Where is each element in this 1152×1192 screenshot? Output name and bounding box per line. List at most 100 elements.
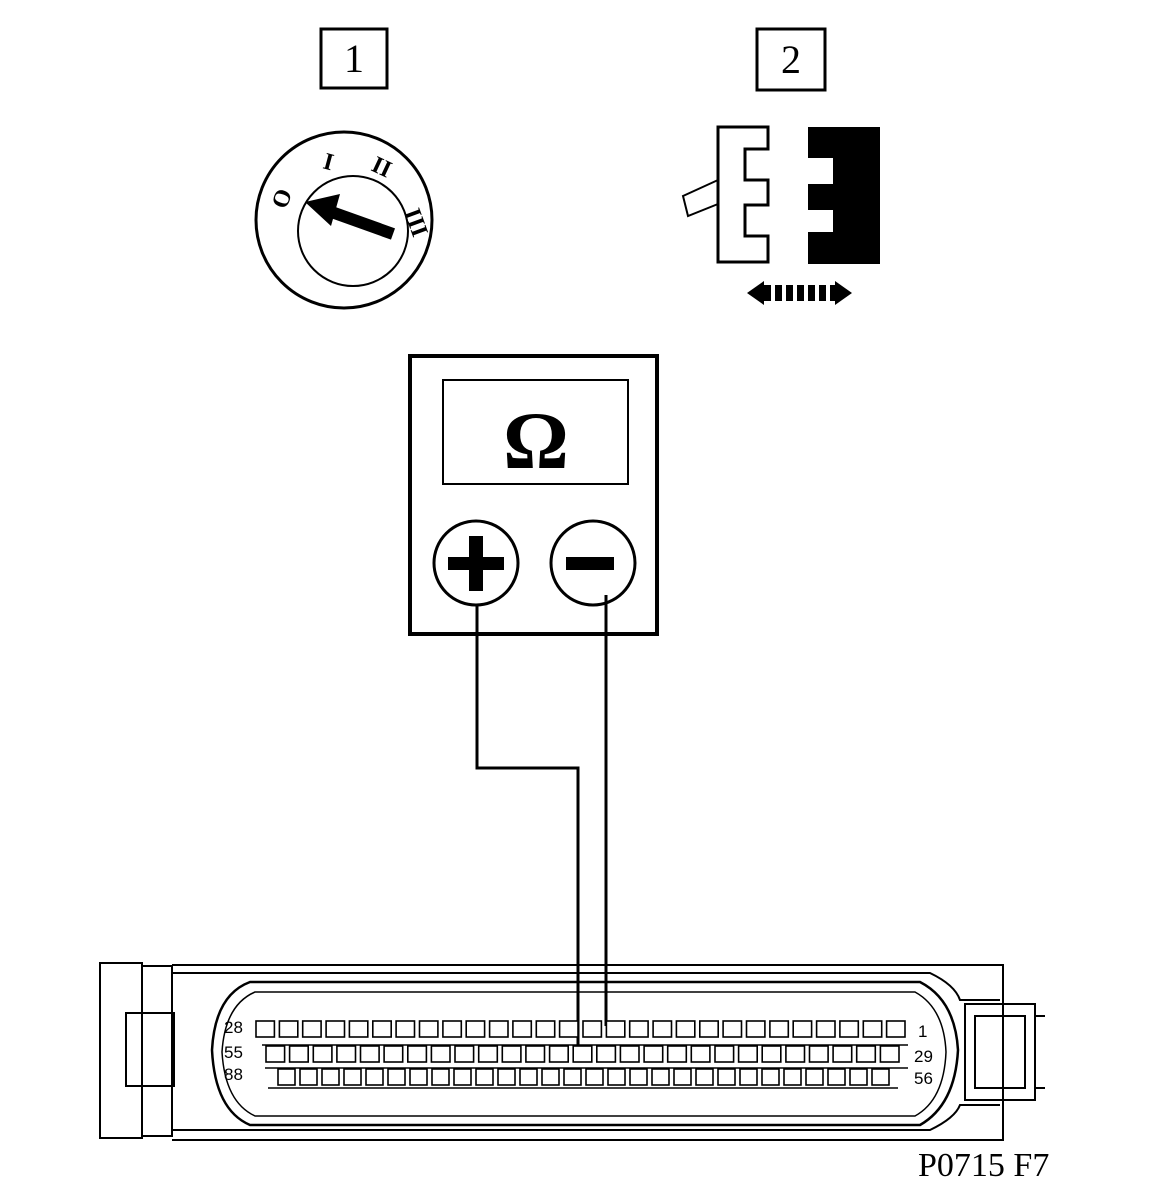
connector-pin xyxy=(737,1045,758,1063)
connector-pin xyxy=(585,1068,604,1086)
connector-pin xyxy=(761,1045,782,1063)
connector-pin xyxy=(675,1020,696,1038)
connector-pin xyxy=(871,1068,890,1086)
connector-pin xyxy=(265,1045,286,1063)
connector-pin xyxy=(519,1068,538,1086)
connector-pin xyxy=(651,1068,670,1086)
connector-pin xyxy=(862,1020,883,1038)
pin-label-88: 88 xyxy=(224,1065,243,1084)
connector-pin xyxy=(475,1068,494,1086)
connector-pin xyxy=(395,1020,416,1038)
ecu-connector xyxy=(99,962,1045,1141)
connector-pin xyxy=(454,1045,475,1063)
connector-pin xyxy=(761,1068,780,1086)
connector-pin xyxy=(477,1045,499,1063)
ohmmeter: Ω xyxy=(408,354,659,636)
connector-pin xyxy=(783,1068,802,1086)
connector-pin xyxy=(488,1020,509,1038)
connector-pin xyxy=(525,1045,546,1063)
connector-pin xyxy=(695,1068,714,1086)
connector-pin xyxy=(431,1068,450,1086)
connector-pin xyxy=(512,1020,533,1038)
connector-pin xyxy=(501,1045,522,1063)
connector-pin xyxy=(827,1068,846,1086)
positive-terminal xyxy=(432,519,520,607)
connector-pin xyxy=(563,1068,582,1086)
connector-pin xyxy=(745,1020,766,1038)
connector-pin xyxy=(365,1068,384,1086)
connector-pin xyxy=(321,1068,340,1086)
connector-pin xyxy=(805,1068,824,1086)
connector-pin xyxy=(643,1045,664,1063)
connector-pin xyxy=(607,1068,626,1086)
positive-lead xyxy=(475,605,580,1050)
connector-pin xyxy=(288,1045,310,1063)
connector-pin xyxy=(277,1068,296,1086)
test-leads xyxy=(475,595,608,1050)
connector-pin xyxy=(278,1020,299,1038)
connector-pin xyxy=(595,1045,617,1063)
connector-pin xyxy=(453,1068,472,1086)
pin-label-29: 29 xyxy=(914,1047,933,1066)
ignition-key-switch-icon: O I II III xyxy=(254,130,434,310)
connector-pin xyxy=(785,1045,806,1063)
connector-pin xyxy=(673,1068,692,1086)
connector-pin xyxy=(325,1020,346,1038)
connector-pin xyxy=(619,1045,640,1063)
connector-pin xyxy=(343,1068,362,1086)
connector-pin xyxy=(605,1020,626,1038)
connector-pin xyxy=(582,1020,603,1038)
connector-pin xyxy=(832,1045,853,1063)
connector-pin xyxy=(698,1020,719,1038)
connector-pin xyxy=(839,1020,860,1038)
connector-pin xyxy=(849,1068,868,1086)
connector-pin xyxy=(808,1045,829,1063)
connector-pin xyxy=(879,1045,900,1063)
step-1: 1 xyxy=(319,27,389,90)
connector-pin xyxy=(371,1020,392,1038)
double-arrow-icon xyxy=(747,281,852,305)
connector-pin xyxy=(722,1020,743,1038)
connector-pin xyxy=(406,1045,428,1063)
connector-pin xyxy=(628,1020,649,1038)
connector-pin xyxy=(714,1045,735,1063)
connector-pin xyxy=(301,1020,322,1038)
pin-label-56: 56 xyxy=(914,1069,933,1088)
connector-pin xyxy=(336,1045,357,1063)
ignition-key-arrow-icon xyxy=(305,194,396,240)
connector-pin xyxy=(792,1020,813,1038)
connector-pin xyxy=(548,1045,569,1063)
connector-pin xyxy=(717,1068,736,1086)
connector-pin xyxy=(690,1045,711,1063)
connector-pin xyxy=(255,1020,276,1038)
connector-pin xyxy=(299,1068,318,1086)
connector-pin xyxy=(739,1068,758,1086)
connector-disconnect-icon xyxy=(681,125,880,305)
connector-pin xyxy=(383,1045,404,1063)
pin-label-28: 28 xyxy=(224,1018,243,1037)
connector-pin xyxy=(430,1045,451,1063)
connector-pin xyxy=(541,1068,560,1086)
step-2-number: 2 xyxy=(781,37,801,82)
ohm-symbol: Ω xyxy=(503,395,569,486)
connector-pin xyxy=(465,1020,486,1038)
pin-label-55: 55 xyxy=(224,1043,243,1062)
connector-pin xyxy=(387,1068,406,1086)
step-2: 2 xyxy=(755,27,827,92)
connector-pin xyxy=(497,1068,516,1086)
pin-label-1: 1 xyxy=(918,1022,927,1041)
connector-pin xyxy=(769,1020,790,1038)
minus-icon xyxy=(566,557,614,570)
connector-pin xyxy=(815,1020,836,1038)
connector-pin xyxy=(348,1020,369,1038)
connector-pin xyxy=(855,1045,877,1063)
connector-pins xyxy=(255,1020,906,1086)
connector-pin xyxy=(558,1020,579,1038)
connector-pin xyxy=(572,1045,593,1063)
connector-pin xyxy=(359,1045,380,1063)
connector-pin xyxy=(312,1045,333,1063)
connector-pin xyxy=(442,1020,463,1038)
connector-pin xyxy=(535,1020,556,1038)
connector-pin xyxy=(885,1020,906,1038)
